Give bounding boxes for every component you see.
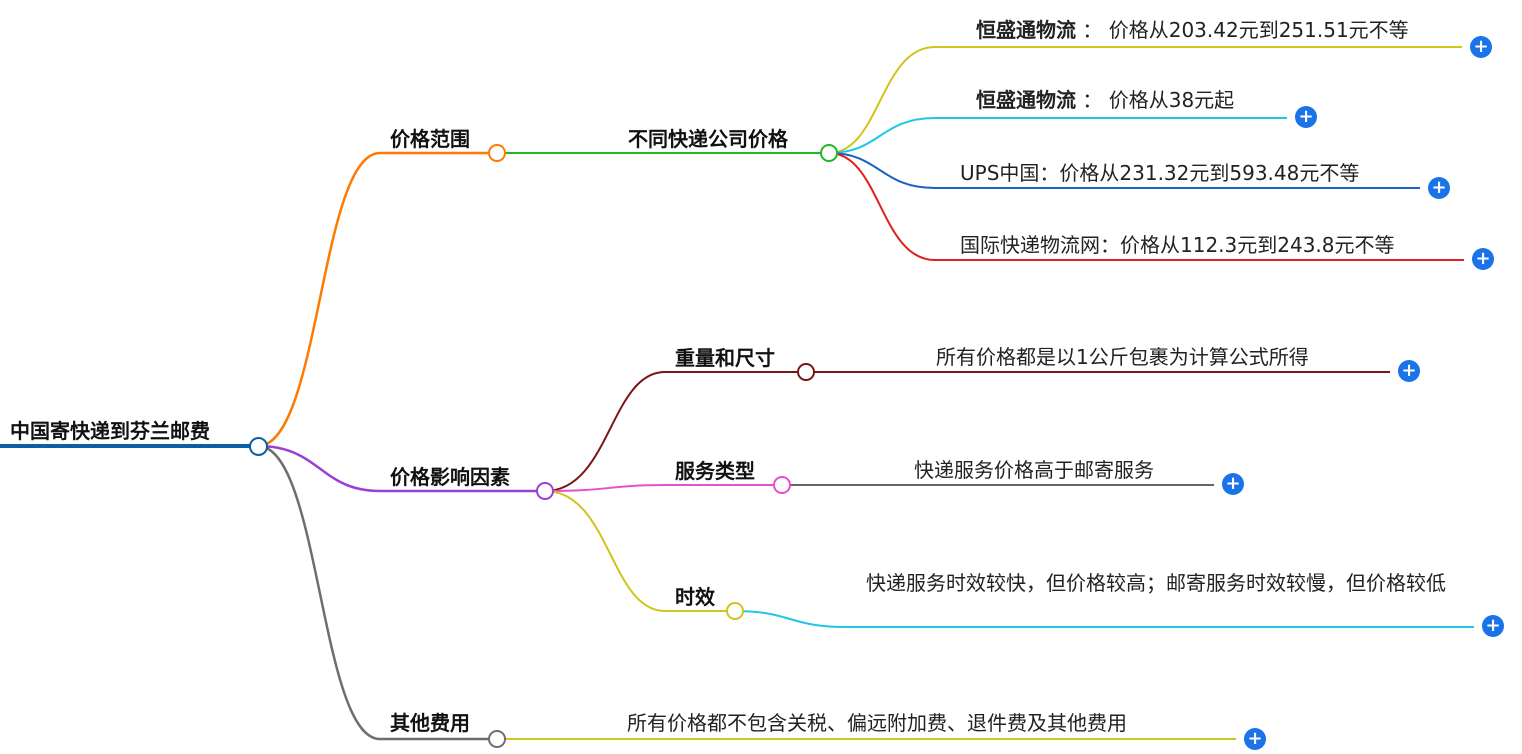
edge-factors-service [544,484,782,492]
company-leaf-1-name: 恒盛通物流 [976,18,1076,42]
price-range-toggle-circle[interactable] [488,144,506,162]
timing-leaf: 快递服务时效较快，但价格较高；邮寄服务时效较慢，但价格较低 [866,571,1446,595]
service-type-leaf: 快递服务价格高于邮寄服务 [914,458,1154,482]
edge-companies-leaf-4 [828,152,1464,261]
company-leaf-4-text: 国际快递物流网：价格从112.3元到243.8元不等 [960,233,1395,257]
factors-node[interactable]: 价格影响因素 [390,465,510,489]
factors-toggle-circle[interactable] [536,482,554,500]
company-leaf-2: 恒盛通物流 ： 价格从38元起 [976,88,1234,113]
company-leaf-3: UPS中国：价格从231.32元到593.48元不等 [960,161,1359,186]
edge-companies-leaf-1 [828,46,1462,154]
expand-other-leaf-button[interactable]: + [1244,728,1266,750]
edge-companies-leaf-3 [828,152,1420,189]
root-node[interactable]: 中国寄快递到芬兰邮费 [10,419,210,443]
company-leaf-3-text: UPS中国：价格从231.32元到593.48元不等 [960,161,1360,185]
other-leaf: 所有价格都不包含关税、偏远附加费、退件费及其他费用 [627,711,1127,735]
weight-size-node[interactable]: 重量和尺寸 [675,346,775,370]
weight-toggle-circle[interactable] [797,363,815,381]
company-leaf-4: 国际快递物流网：价格从112.3元到243.8元不等 [960,233,1395,258]
service-toggle-circle[interactable] [773,476,791,494]
service-type-node[interactable]: 服务类型 [675,459,755,483]
weight-size-leaf: 所有价格都是以1公斤包裹为计算公式所得 [936,345,1309,369]
expand-weight-leaf-button[interactable]: + [1398,360,1420,382]
expand-company-leaf-2-button[interactable]: + [1295,106,1317,128]
expand-company-leaf-1-button[interactable]: + [1470,36,1492,58]
company-leaf-2-name: 恒盛通物流 [976,88,1076,112]
edge-root-other [257,444,497,741]
price-range-node[interactable]: 价格范围 [390,127,470,151]
edge-companies-leaf-2 [828,117,1287,154]
edge-root-price-range [257,151,497,448]
companies-node[interactable]: 不同快递公司价格 [628,127,788,151]
edge-timing-leaf [734,610,1474,628]
edge-root-factors [257,444,545,493]
company-leaf-1-text: 价格从203.42元到251.51元不等 [1108,18,1409,42]
expand-service-leaf-button[interactable]: + [1222,473,1244,495]
other-node[interactable]: 其他费用 [390,711,470,735]
company-leaf-1-sep: ： [1082,18,1103,42]
root-toggle-circle[interactable] [249,437,268,456]
expand-company-leaf-3-button[interactable]: + [1428,177,1450,199]
companies-toggle-circle[interactable] [820,144,838,162]
timing-toggle-circle[interactable] [726,602,744,620]
edge-factors-timing [544,490,735,612]
edge-factors-weight [544,371,806,492]
expand-timing-leaf-button[interactable]: + [1482,615,1504,637]
company-leaf-1: 恒盛通物流 ： 价格从203.42元到251.51元不等 [976,18,1409,43]
expand-company-leaf-4-button[interactable]: + [1472,248,1494,270]
company-leaf-2-sep: ： [1082,88,1103,112]
company-leaf-2-text: 价格从38元起 [1108,88,1235,112]
other-toggle-circle[interactable] [488,730,506,748]
timing-node[interactable]: 时效 [675,585,715,609]
